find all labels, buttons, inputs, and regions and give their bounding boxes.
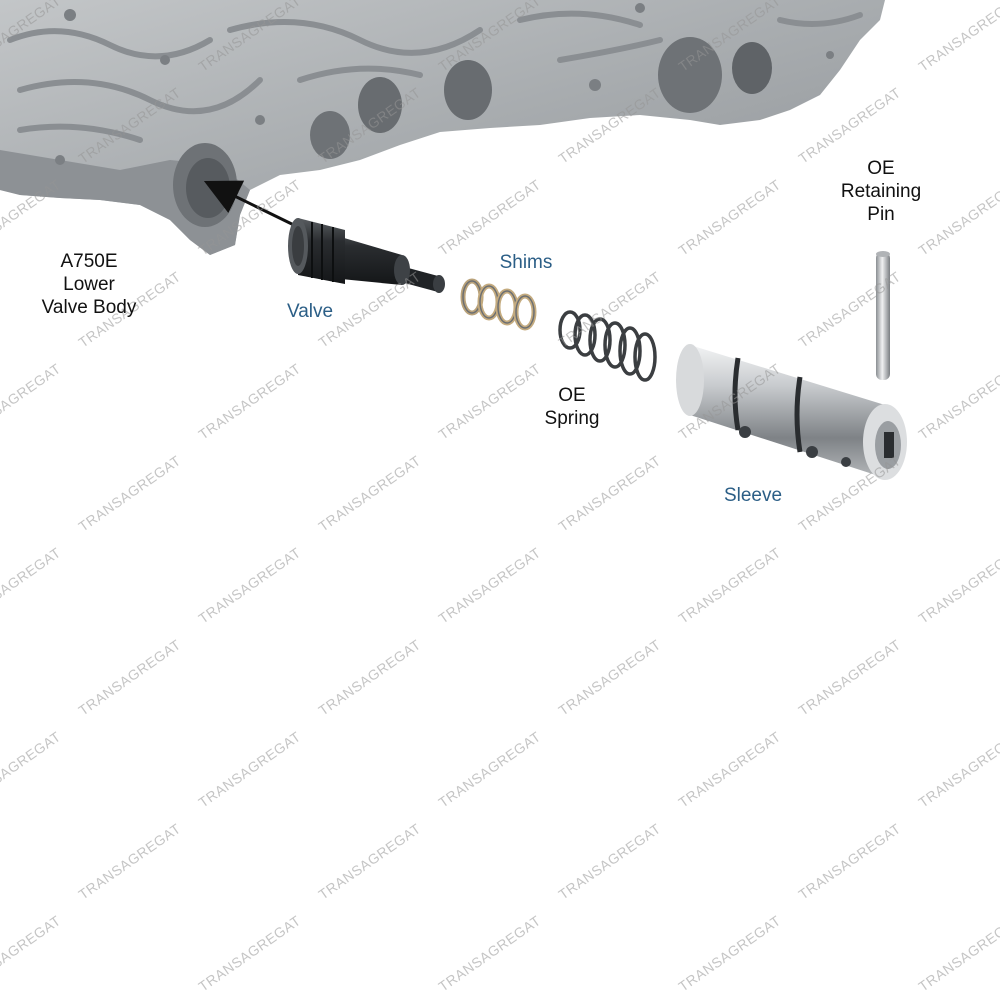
sleeve-label: Sleeve (723, 485, 783, 506)
lower-valve-body-casting (0, 0, 885, 255)
valve-body-label: A750E Lower Valve Body (28, 250, 150, 319)
retaining-pin-part (876, 251, 890, 380)
sleeve-part (676, 344, 907, 480)
valve-body-label-line-3: Valve Body (41, 297, 137, 318)
retaining-pin-label-line-3: Pin (867, 204, 895, 225)
valve-body-label-line-2: Lower (63, 274, 115, 295)
spring-part (558, 310, 657, 382)
valve-body-label-line-1: A750E (60, 251, 118, 272)
retaining-pin-label-line-1: OE (867, 158, 895, 179)
shims-label: Shims (499, 252, 553, 273)
shims-part (460, 278, 537, 331)
valve-label: Valve (286, 301, 334, 322)
valve-part (288, 218, 445, 293)
spring-label: OE Spring (532, 384, 612, 430)
retaining-pin-label-line-2: Retaining (840, 181, 922, 202)
spring-label-line-2: Spring (544, 408, 600, 429)
insertion-arrow (203, 180, 301, 230)
spring-label-line-1: OE (558, 385, 586, 406)
retaining-pin-label: OE Retaining Pin (826, 157, 936, 226)
